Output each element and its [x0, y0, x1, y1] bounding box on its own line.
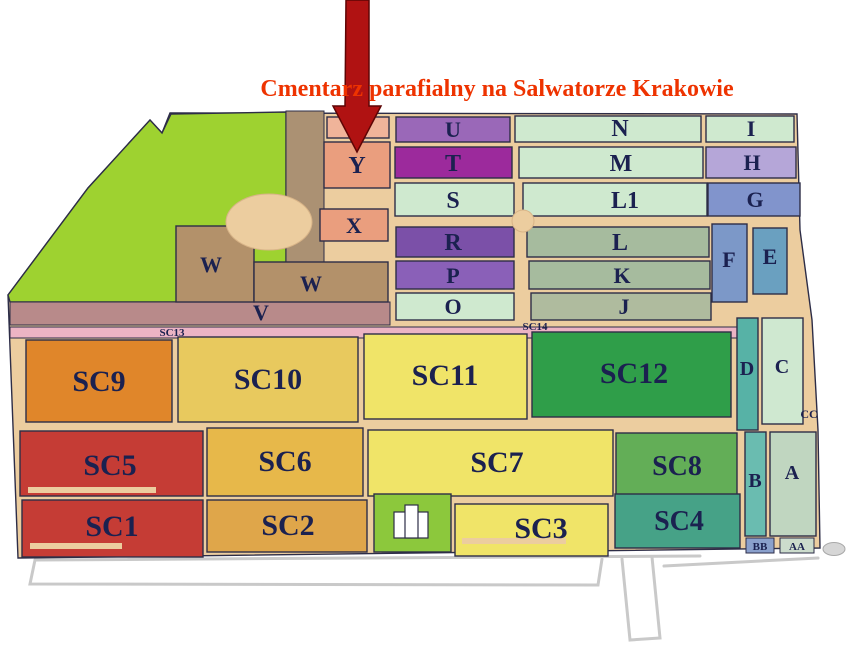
section-m — [518, 146, 704, 179]
section-aa-label: AA — [789, 541, 805, 553]
section-e-label: E — [763, 244, 778, 269]
section-sc10-label: SC10 — [234, 363, 302, 396]
section-labels: U T S R P O N M L1 L K J I H G F E Y X W… — [72, 116, 817, 553]
section-sc7-label: SC7 — [470, 446, 523, 479]
section-sc2 — [206, 499, 368, 553]
path-sc13-label: SC13 — [159, 327, 185, 339]
section-k-label: K — [613, 263, 630, 288]
section-sc11 — [363, 333, 528, 420]
section-o-label: O — [444, 294, 461, 319]
section-w-right — [253, 261, 389, 303]
section-sc6 — [206, 427, 364, 497]
section-a — [769, 431, 817, 537]
section-r — [395, 226, 515, 258]
inner-path — [462, 538, 566, 544]
section-n — [514, 115, 702, 143]
section-i — [705, 115, 795, 143]
section-t-label: T — [445, 151, 461, 177]
road-outline — [28, 557, 604, 587]
inner-path — [30, 543, 122, 549]
section-v — [9, 301, 391, 326]
section-sc1-label: SC1 — [85, 510, 138, 543]
section-s-label: S — [446, 188, 459, 214]
map-title: Cmentarz parafialny na Salwatorze Krakow… — [260, 76, 734, 102]
section-d-label: D — [740, 358, 754, 380]
section-p — [395, 260, 515, 290]
section-u — [395, 116, 511, 143]
section-v-label: V — [253, 300, 269, 325]
section-f-label: F — [722, 247, 735, 272]
section-t — [394, 146, 513, 179]
gray-ellipse — [822, 542, 846, 556]
building-icon-tower — [404, 504, 419, 539]
oval-path — [225, 193, 313, 251]
section-i-label: I — [747, 116, 756, 141]
small-circle-path — [511, 209, 535, 233]
section-m-label: M — [610, 151, 633, 177]
section-o — [395, 292, 515, 321]
section-sc4-label: SC4 — [654, 506, 704, 537]
cc-label: CC — [800, 407, 817, 421]
section-l — [526, 226, 710, 258]
section-k — [528, 260, 711, 290]
section-r-label: R — [444, 230, 462, 256]
section-c-label: C — [775, 356, 789, 378]
section-aa — [779, 537, 815, 554]
section-b-label: B — [748, 470, 761, 492]
section-bb-label: BB — [753, 541, 768, 553]
section-sc10 — [177, 336, 359, 423]
section-c — [761, 317, 804, 425]
section-f — [711, 223, 748, 303]
section-d — [736, 317, 759, 431]
section-l-label: L — [612, 230, 628, 256]
section-sc12-label: SC12 — [600, 357, 668, 390]
section-sc2-label: SC2 — [261, 509, 314, 542]
section-s — [394, 182, 515, 217]
section-bb — [745, 537, 775, 554]
path-sc14-label: SC14 — [522, 321, 548, 333]
section-sc4 — [614, 493, 741, 549]
section-sc5-label: SC5 — [83, 449, 136, 482]
road-outline — [662, 556, 820, 568]
section-sc3-label: SC3 — [514, 512, 567, 545]
road-outline — [620, 555, 662, 642]
section-sc5 — [19, 430, 204, 497]
section-w-left-label: W — [200, 252, 222, 277]
section-sc12 — [531, 331, 732, 418]
section-sc7 — [367, 429, 614, 497]
section-j — [530, 292, 712, 321]
section-sc9 — [25, 339, 173, 423]
section-b — [744, 431, 767, 537]
section-sc8-label: SC8 — [652, 451, 702, 482]
section-sc3 — [454, 503, 609, 557]
section-sc11-label: SC11 — [412, 359, 479, 392]
section-w-right-label: W — [300, 271, 322, 296]
section-a-label: A — [785, 462, 800, 484]
inner-path — [28, 487, 156, 493]
building-icon — [393, 504, 429, 539]
section-h — [705, 146, 797, 179]
section-j-label: J — [619, 294, 630, 319]
section-sc6-label: SC6 — [258, 445, 311, 478]
section-l1 — [522, 182, 708, 217]
section-l1-label: L1 — [611, 188, 639, 214]
section-sc9-label: SC9 — [72, 365, 125, 398]
section-y-label: Y — [348, 153, 365, 179]
section-g — [707, 182, 801, 217]
section-g-label: G — [746, 187, 763, 212]
section-e — [752, 227, 788, 295]
section-x — [319, 208, 389, 242]
section-u-label: U — [445, 117, 461, 142]
pointer-arrow-icon — [331, 0, 383, 154]
section-n-label: N — [611, 116, 629, 142]
section-x-label: X — [346, 213, 362, 238]
section-h-label: H — [743, 150, 760, 175]
section-p-label: P — [446, 263, 459, 288]
